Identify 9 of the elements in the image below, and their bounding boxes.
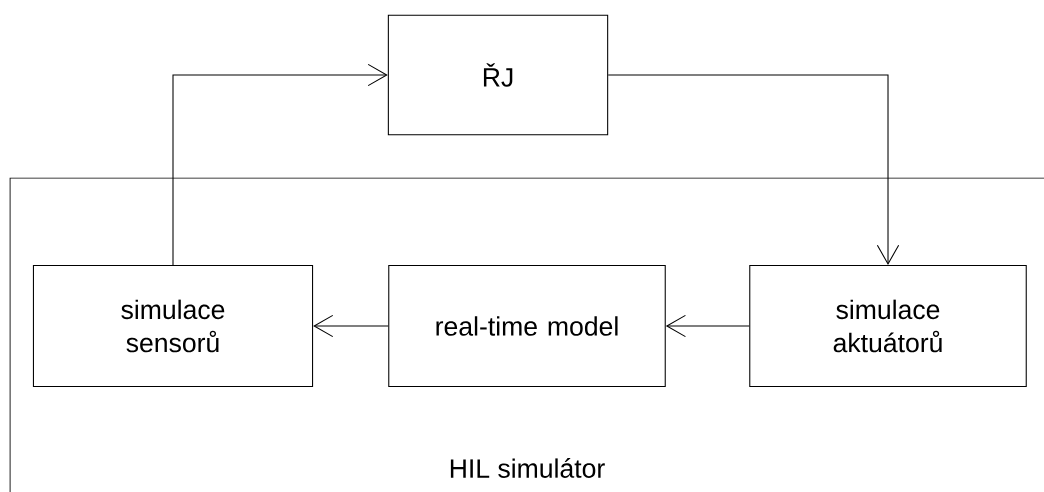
process-box: simulace sensorů xyxy=(32,265,314,387)
arrow xyxy=(607,74,900,265)
process-box: simulace aktuátorů xyxy=(749,265,1027,387)
arrow xyxy=(172,63,388,266)
process-box: real-time model xyxy=(388,265,666,387)
process-box: ŘJ xyxy=(387,14,609,136)
boundary-label: HIL simulátor xyxy=(450,458,605,478)
arrow xyxy=(665,314,750,338)
arrow xyxy=(313,314,389,338)
